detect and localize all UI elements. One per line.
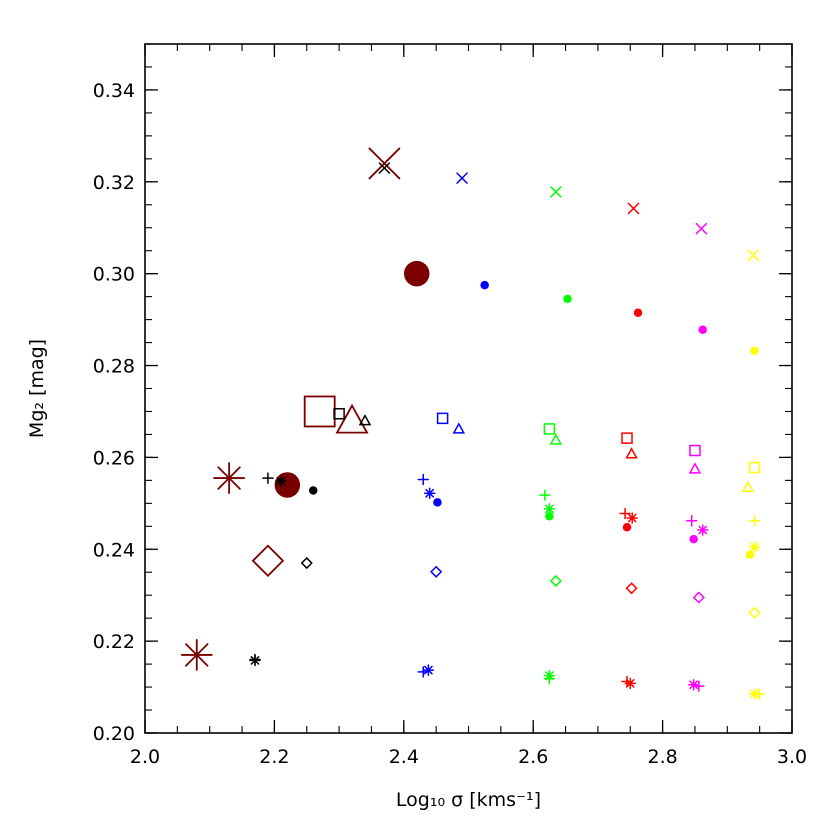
data-point-asterisk — [213, 462, 246, 494]
data-point-triangle — [688, 462, 702, 474]
data-point-asterisk — [748, 541, 761, 553]
data-point-cross — [550, 186, 562, 198]
data-point-cross — [627, 202, 640, 215]
data-point-filled-circle — [563, 294, 572, 304]
data-point-asterisk — [275, 475, 287, 488]
data-point-asterisk — [626, 512, 638, 524]
data-point-plus — [262, 472, 274, 484]
data-point-asterisk — [543, 669, 556, 682]
data-point-cross — [747, 249, 759, 262]
data-point-diamond — [251, 544, 285, 578]
data-point-plus — [748, 515, 761, 527]
data-point-filled-circle — [545, 511, 554, 521]
data-point-asterisk — [624, 677, 636, 690]
data-point-plus — [685, 515, 698, 527]
y-tick-label: 0.30 — [93, 264, 135, 286]
data-point-filled-circle — [745, 550, 755, 560]
data-point-asterisk — [249, 654, 261, 667]
axis-ticks: 2.0 2.2 2.4 2.6 2.8 3.0 0.20 0.22 0.24 0.26 0.28 0.… — [93, 43, 807, 768]
data-point-filled-circle — [622, 522, 632, 532]
data-point-plus — [539, 489, 551, 501]
data-point-square — [689, 444, 701, 457]
x-tick-label: 2.4 — [389, 746, 419, 768]
y-axis-label: Mg₂ [mag] — [26, 339, 48, 438]
y-tick-label: 0.26 — [93, 447, 135, 469]
y-tick-label: 0.32 — [93, 172, 135, 194]
data-point-asterisk — [696, 524, 709, 536]
data-point-diamond — [430, 565, 443, 578]
data-point-filled-circle — [480, 280, 489, 290]
data-point-cross — [456, 172, 468, 184]
data-point-asterisk — [687, 679, 700, 691]
data-point-asterisk — [748, 688, 761, 700]
data-point-diamond — [748, 606, 761, 619]
data-point-square — [543, 423, 556, 435]
data-point-filled-circle — [633, 308, 643, 317]
data-point-triangle — [741, 480, 755, 493]
y-tick-label: 0.24 — [93, 539, 135, 561]
data-point-asterisk — [422, 664, 435, 676]
data-point-square — [303, 395, 336, 428]
data-point-diamond — [549, 574, 562, 588]
y-tick-label: 0.28 — [93, 356, 135, 378]
y-tick-label: 0.22 — [93, 631, 135, 653]
x-tick-label: 2.0 — [130, 746, 160, 768]
data-point-diamond — [300, 556, 313, 570]
data-point-filled-circle — [433, 498, 442, 507]
data-point-cross — [695, 222, 708, 235]
data-point-diamond — [625, 582, 638, 595]
data-point-filled-circle — [308, 486, 318, 495]
x-tick-label: 2.2 — [259, 746, 289, 768]
x-tick-label: 2.6 — [518, 746, 548, 768]
y-tick-label: 0.34 — [93, 80, 135, 102]
data-point-cross — [378, 162, 391, 174]
x-tick-label: 2.8 — [647, 746, 677, 768]
data-point-asterisk — [543, 503, 556, 515]
data-point-filled-circle — [274, 472, 301, 498]
data-point-triangle — [625, 447, 638, 459]
data-point-filled-circle — [403, 260, 430, 287]
x-axis-label: Log₁₀ σ [kms⁻¹] — [396, 789, 541, 811]
data-point-cross — [368, 147, 401, 180]
x-tick-label: 3.0 — [777, 746, 807, 768]
data-point-square — [748, 461, 761, 474]
data-point-asterisk — [423, 487, 436, 499]
data-point-plus — [417, 473, 429, 486]
data-point-triangle — [452, 422, 466, 434]
data-point-square — [436, 412, 449, 425]
data-point-filled-circle — [698, 325, 707, 334]
data-point-asterisk — [180, 639, 213, 671]
y-tick-label: 0.20 — [93, 723, 135, 745]
data-points — [180, 147, 766, 700]
data-point-triangle — [549, 433, 563, 445]
data-point-triangle — [358, 414, 372, 426]
data-point-filled-circle — [750, 346, 759, 356]
data-point-square — [621, 432, 633, 444]
data-point-diamond — [692, 591, 705, 604]
data-point-plus — [619, 507, 631, 520]
data-point-filled-circle — [689, 534, 698, 544]
data-point-square — [333, 408, 345, 420]
plot-frame — [144, 43, 793, 734]
